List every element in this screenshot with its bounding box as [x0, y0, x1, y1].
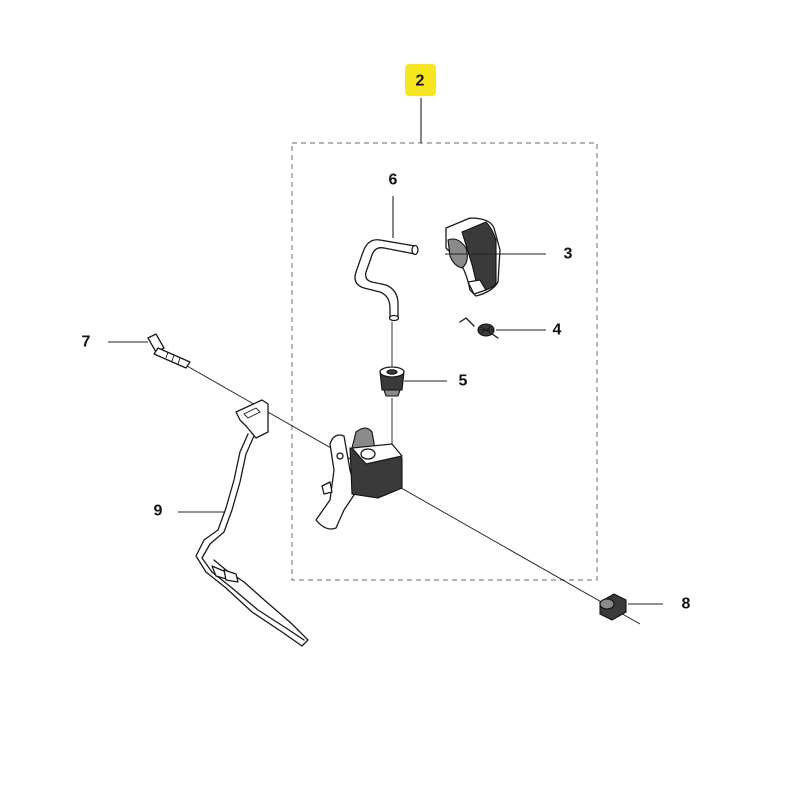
- nut-part: [599, 593, 627, 621]
- lever-housing-part: [315, 427, 403, 530]
- screw-part: [147, 333, 191, 369]
- bolt-axis-line: [179, 361, 641, 625]
- cable-part: [195, 399, 309, 647]
- callout-6[interactable]: 6: [389, 172, 398, 189]
- callout-2-label: 2: [416, 73, 425, 90]
- callout-2-highlight: [405, 64, 436, 96]
- callout-8[interactable]: 8: [682, 596, 691, 613]
- grommet-part: [379, 366, 405, 397]
- callout-9[interactable]: 9: [154, 503, 163, 520]
- assembly-frame: [291, 142, 598, 581]
- callout-2[interactable]: 2: [405, 64, 436, 96]
- callout-3[interactable]: 3: [564, 246, 573, 263]
- callout-7[interactable]: 7: [82, 334, 91, 351]
- spring-part: [459, 317, 499, 339]
- callout-4[interactable]: 4: [553, 322, 562, 339]
- callout-5[interactable]: 5: [459, 373, 468, 390]
- rod-part: [354, 239, 419, 322]
- handle-cover-part: [445, 217, 501, 297]
